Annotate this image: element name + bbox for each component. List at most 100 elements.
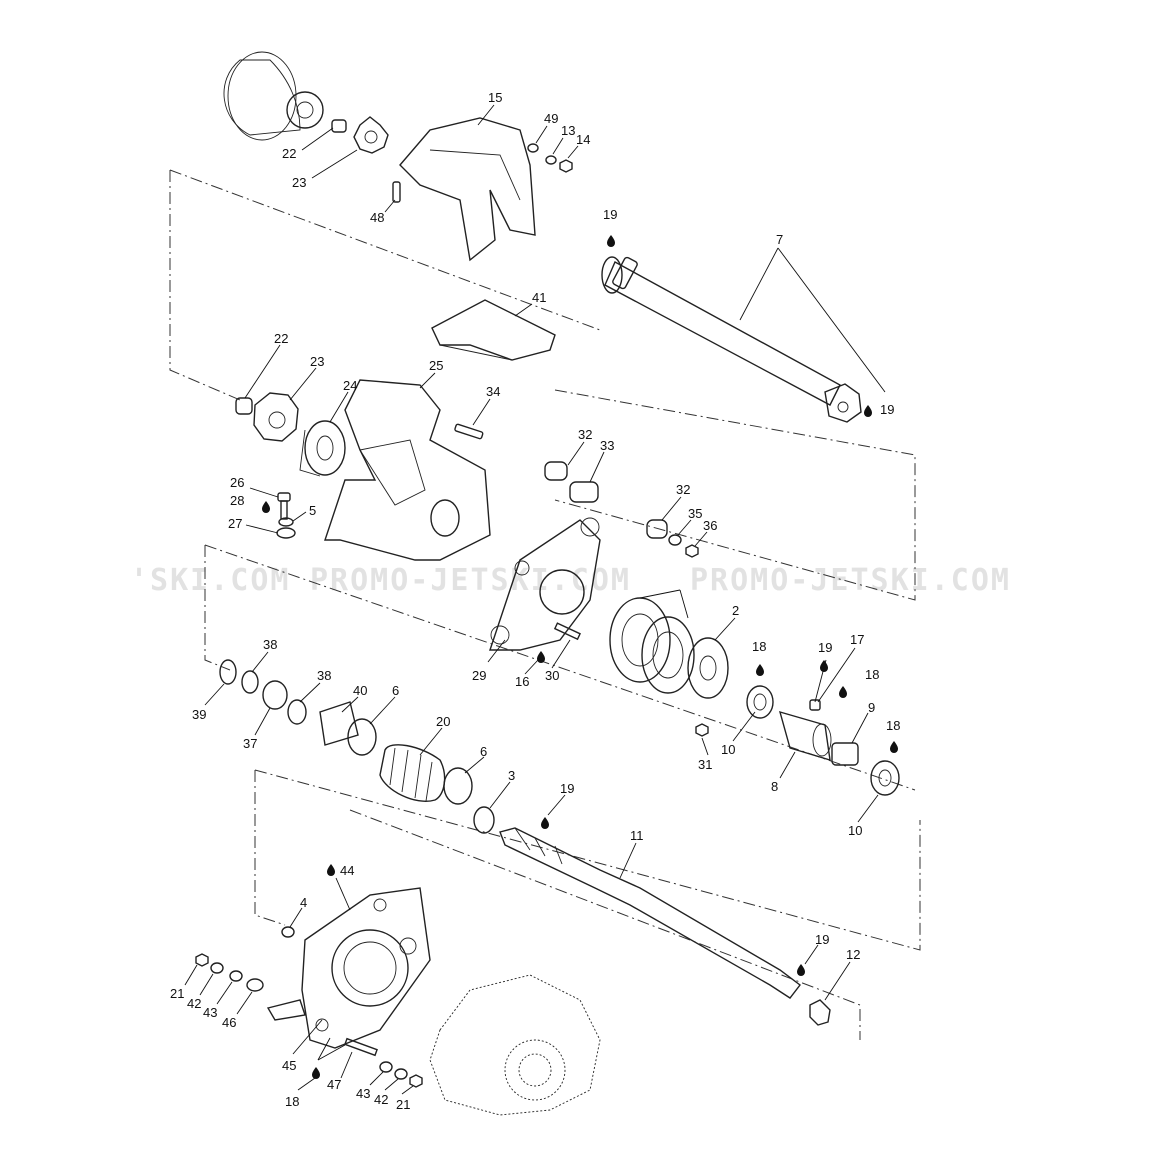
bearing-outer-b bbox=[641, 616, 695, 694]
leader-32a bbox=[567, 441, 585, 466]
grease-drop-icon bbox=[839, 686, 847, 698]
part-37-ring bbox=[262, 680, 288, 710]
callout-31: 31 bbox=[698, 757, 712, 772]
callout-18-c: 18 bbox=[886, 718, 900, 733]
part-6-clamp-a bbox=[347, 718, 377, 756]
leader-8 bbox=[779, 751, 796, 779]
callout-38-b: 38 bbox=[317, 668, 331, 683]
shaft-coupler-center bbox=[837, 401, 849, 413]
part-43-washer-b bbox=[379, 1061, 393, 1073]
callout-19-e: 19 bbox=[815, 932, 829, 947]
axis-line-upper bbox=[169, 169, 601, 331]
part-21-nut-b bbox=[409, 1074, 423, 1088]
part-48-pin bbox=[392, 181, 401, 203]
jet-pump-body bbox=[429, 974, 601, 1116]
callout-42-a: 42 bbox=[187, 996, 201, 1011]
callout-41: 41 bbox=[532, 290, 546, 305]
watermark: 'SKI.COM PROMO-JETSKI.COM PROMO-JETSKI.C… bbox=[130, 563, 1009, 598]
housing-bore-inner bbox=[343, 941, 397, 995]
leader-25 bbox=[419, 372, 436, 389]
callout-48: 48 bbox=[370, 210, 384, 225]
part-32-bushing-b bbox=[646, 519, 668, 539]
leader-18-group bbox=[317, 1037, 331, 1061]
grease-drop-icon bbox=[327, 864, 335, 876]
leader-43a bbox=[216, 981, 233, 1005]
callout-labels: 15 49 13 14 22 23 48 19 7 41 19 22 23 24… bbox=[170, 90, 900, 1112]
leader-36 bbox=[694, 531, 708, 547]
part-8-end bbox=[812, 723, 832, 757]
grease-drop-icon bbox=[537, 651, 545, 663]
leader-21b bbox=[401, 1085, 414, 1095]
lower-fasteners bbox=[195, 926, 423, 1088]
bushing-parts bbox=[544, 461, 699, 558]
bearing-assembly bbox=[609, 597, 729, 737]
guard-ridge bbox=[429, 149, 521, 201]
flywheel-face bbox=[227, 51, 297, 141]
callout-46: 46 bbox=[222, 1015, 236, 1030]
callout-19-a: 19 bbox=[603, 207, 617, 222]
housing-bore bbox=[331, 929, 409, 1007]
leader-39 bbox=[204, 683, 225, 706]
callout-6-a: 6 bbox=[392, 683, 399, 698]
shaft-end-left bbox=[601, 256, 623, 294]
leader-12 bbox=[824, 961, 851, 1001]
guard-outline bbox=[399, 117, 536, 262]
axis-line-drive bbox=[554, 389, 916, 601]
shaft-collar-left bbox=[612, 256, 638, 290]
bearing-inner-b bbox=[652, 631, 684, 679]
leader-42a bbox=[199, 973, 214, 996]
callout-19-b: 19 bbox=[880, 402, 894, 417]
callout-15: 15 bbox=[488, 90, 502, 105]
grease-drop-icon bbox=[797, 964, 805, 976]
leader-23a bbox=[311, 149, 358, 179]
grease-drop-icon bbox=[541, 817, 549, 829]
callout-42-b: 42 bbox=[374, 1092, 388, 1107]
callout-6-b: 6 bbox=[480, 744, 487, 759]
axis-line-pump bbox=[349, 809, 861, 1040]
leader-13 bbox=[552, 137, 564, 155]
coupler-hub bbox=[286, 91, 324, 129]
seal-carrier-assembly bbox=[746, 685, 900, 796]
leader-5 bbox=[292, 511, 307, 522]
leader-33 bbox=[589, 451, 605, 483]
part-5-washer bbox=[278, 517, 294, 527]
leader-19c bbox=[814, 659, 827, 703]
callout-43-b: 43 bbox=[356, 1086, 370, 1101]
leader-37 bbox=[254, 707, 271, 736]
grease-drop-icon bbox=[864, 405, 872, 417]
leader-19e bbox=[804, 944, 819, 965]
mount-plate-outline bbox=[489, 519, 601, 651]
leader-21a bbox=[184, 964, 198, 986]
part-20-ribs bbox=[389, 747, 433, 802]
part-39-circlip bbox=[219, 659, 237, 685]
leader-27 bbox=[245, 524, 279, 534]
callout-43-a: 43 bbox=[203, 1005, 217, 1020]
callout-37: 37 bbox=[243, 736, 257, 751]
part-17-fitting bbox=[809, 699, 821, 711]
leader-9 bbox=[851, 712, 869, 744]
leader-41 bbox=[514, 303, 533, 317]
leader-lines bbox=[184, 104, 886, 1095]
shaft-body bbox=[499, 827, 801, 999]
leader-42b bbox=[384, 1078, 399, 1091]
part-13-lockwasher bbox=[545, 155, 557, 165]
leader-7b bbox=[777, 247, 886, 393]
housing-hole-b bbox=[373, 898, 387, 912]
part-40-sleeve bbox=[319, 701, 359, 746]
leader-17 bbox=[817, 647, 856, 703]
leader-46 bbox=[236, 991, 253, 1015]
bearing-outer-a bbox=[609, 597, 671, 683]
callout-32-a: 32 bbox=[578, 427, 592, 442]
part-25-support bbox=[324, 379, 491, 561]
leader-35 bbox=[677, 519, 692, 536]
leader-6b bbox=[464, 756, 485, 774]
callout-39: 39 bbox=[192, 707, 206, 722]
leader-32b bbox=[661, 496, 682, 521]
part-26-bolt-shank bbox=[280, 500, 288, 520]
alignment-lines bbox=[169, 169, 921, 1040]
middle-coupler-assembly bbox=[235, 392, 346, 477]
axis-line-mid-long bbox=[204, 544, 916, 791]
leader-43b bbox=[369, 1071, 384, 1086]
axis-line-lower bbox=[254, 769, 921, 951]
